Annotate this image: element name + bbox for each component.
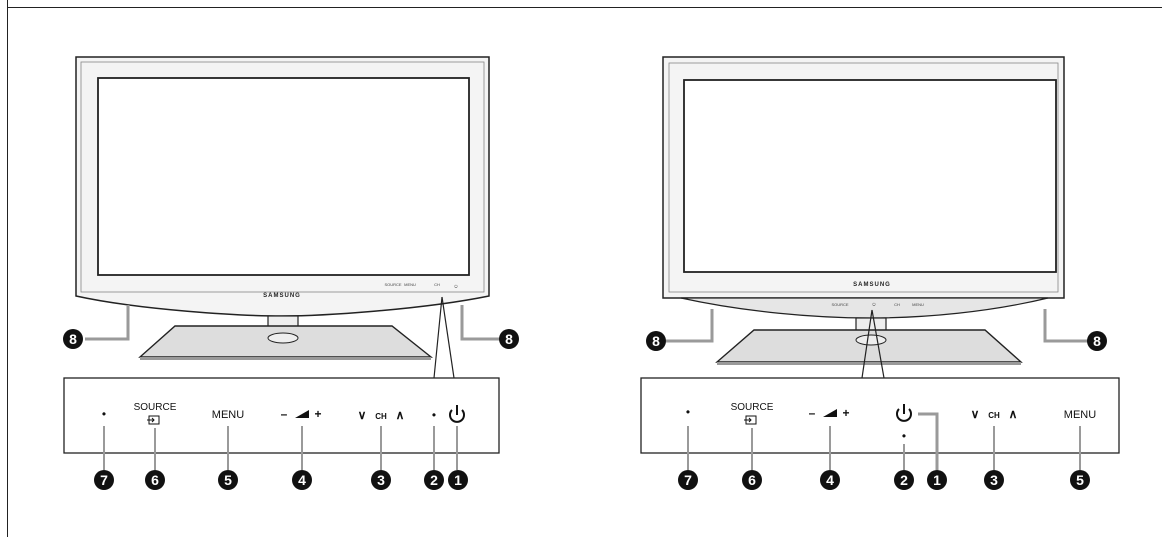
tv-left: SAMSUNG SOURCE MENU CH ⏻	[75, 56, 490, 360]
panel-left-vol-minus: –	[281, 407, 288, 421]
panel-left-ch-up: ∧	[396, 408, 405, 422]
svg-text:8: 8	[652, 333, 660, 349]
panel-left-ch-down: ∨	[358, 408, 367, 422]
badge-8-left-a: 8	[63, 329, 83, 349]
svg-text:8: 8	[1093, 333, 1101, 349]
tv-right-stand-base-edge	[717, 362, 1021, 365]
badge-6-left: 6	[145, 470, 165, 490]
leaders-right-panel	[687, 426, 1081, 470]
badge-6-right: 6	[742, 470, 762, 490]
svg-text:1: 1	[454, 472, 462, 488]
svg-text:2: 2	[430, 472, 438, 488]
tv-right-stand-joint	[855, 334, 887, 346]
badge-3-right: 3	[984, 470, 1004, 490]
tv-left-strip-ch: CH	[434, 282, 440, 287]
panel-right-vol-plus: +	[842, 406, 849, 420]
badge-7-left: 7	[94, 470, 114, 490]
svg-text:1: 1	[933, 472, 941, 488]
badge-5-left: 5	[218, 470, 238, 490]
tv-left-strip-menu: MENU	[404, 282, 416, 287]
leader-8-right-b	[1043, 309, 1089, 343]
leader-8-right-a	[666, 309, 714, 343]
leader-8-left-a	[85, 305, 130, 341]
power-icon	[449, 405, 465, 423]
tv-left-bezel-inner-line	[80, 61, 485, 293]
zoom-line-left-a	[433, 296, 443, 379]
badge-8-left-b: 8	[499, 329, 519, 349]
tv-left-brand: SAMSUNG	[263, 293, 301, 299]
source-icon	[744, 415, 757, 425]
tv-left-strip-power-icon: ⏻	[454, 284, 458, 289]
panel-left-sensor-dot: •	[102, 407, 106, 421]
svg-text:5: 5	[224, 472, 232, 488]
badge-1-left: 1	[448, 470, 468, 490]
leaders-left-panel	[103, 426, 458, 470]
badge-8-right-a: 8	[646, 331, 666, 351]
badge-5-right: 5	[1070, 470, 1090, 490]
badge-1-right: 1	[927, 470, 947, 490]
page-border-left	[7, 0, 8, 537]
svg-text:6: 6	[151, 472, 159, 488]
tv-right-strip-menu: MENU	[912, 302, 924, 307]
svg-text:5: 5	[1076, 472, 1084, 488]
panel-right-ch-label: CH	[988, 411, 1000, 420]
control-panel-left	[63, 377, 500, 454]
tv-right-bezel-inner-line	[668, 62, 1059, 293]
leader-8-left-b	[460, 305, 505, 341]
svg-text:3: 3	[377, 472, 385, 488]
tv-right-screen	[683, 79, 1057, 273]
zoom-line-left-b	[441, 296, 455, 379]
tv-right-strip-power-icon: ⏻	[872, 302, 876, 307]
badge-4-right: 4	[820, 470, 840, 490]
leader-1-right	[918, 412, 939, 470]
tv-right-strip-source: SOURCE	[831, 302, 848, 307]
power-icon	[896, 404, 912, 422]
badge-2-right: 2	[894, 470, 914, 490]
tv-left-stand-base-edge	[140, 357, 431, 360]
panel-left-menu-label: MENU	[212, 409, 244, 421]
badge-3-left: 3	[371, 470, 391, 490]
tv-left-stand-joint	[267, 332, 299, 344]
svg-text:2: 2	[900, 472, 908, 488]
svg-text:7: 7	[684, 472, 692, 488]
badge-4-left: 4	[292, 470, 312, 490]
panel-right-indicator-dot: •	[902, 429, 906, 443]
badge-2-left: 2	[424, 470, 444, 490]
panel-right-sensor-dot: •	[686, 405, 690, 419]
badge-7-right: 7	[678, 470, 698, 490]
volume-icon	[823, 409, 837, 417]
panel-right-ch-down: ∨	[971, 407, 980, 421]
panel-left-vol-plus: +	[314, 407, 321, 421]
svg-text:8: 8	[69, 331, 77, 347]
panel-left-indicator-dot: •	[432, 408, 436, 422]
svg-text:8: 8	[505, 331, 513, 347]
tv-left-screen	[97, 77, 470, 276]
badge-8-right-b: 8	[1087, 331, 1107, 351]
svg-text:7: 7	[100, 472, 108, 488]
svg-text:4: 4	[298, 472, 306, 488]
control-panel-right	[640, 377, 1120, 454]
svg-text:3: 3	[990, 472, 998, 488]
page-border-top	[7, 7, 1162, 8]
panel-right-menu-label: MENU	[1064, 409, 1096, 421]
tv-right-strip-ch: CH	[894, 302, 900, 307]
panel-left-ch-label: CH	[375, 412, 387, 421]
panel-right-source-label: SOURCE	[731, 402, 774, 413]
zoom-line-right-b	[871, 309, 885, 379]
tv-left-strip-source: SOURCE	[384, 282, 401, 287]
panel-right-vol-minus: –	[809, 406, 816, 420]
panel-right-ch-up: ∧	[1009, 407, 1018, 421]
tv-right-front-bar	[680, 297, 1049, 319]
panel-left-source-label: SOURCE	[134, 402, 177, 413]
zoom-line-right-a	[861, 309, 873, 379]
svg-text:6: 6	[748, 472, 756, 488]
svg-text:4: 4	[826, 472, 834, 488]
tv-right-brand: SAMSUNG	[853, 282, 891, 288]
source-icon	[147, 415, 160, 425]
tv-right: SAMSUNG SOURCE ⏻ CH MENU	[662, 56, 1065, 365]
volume-icon	[295, 410, 309, 418]
